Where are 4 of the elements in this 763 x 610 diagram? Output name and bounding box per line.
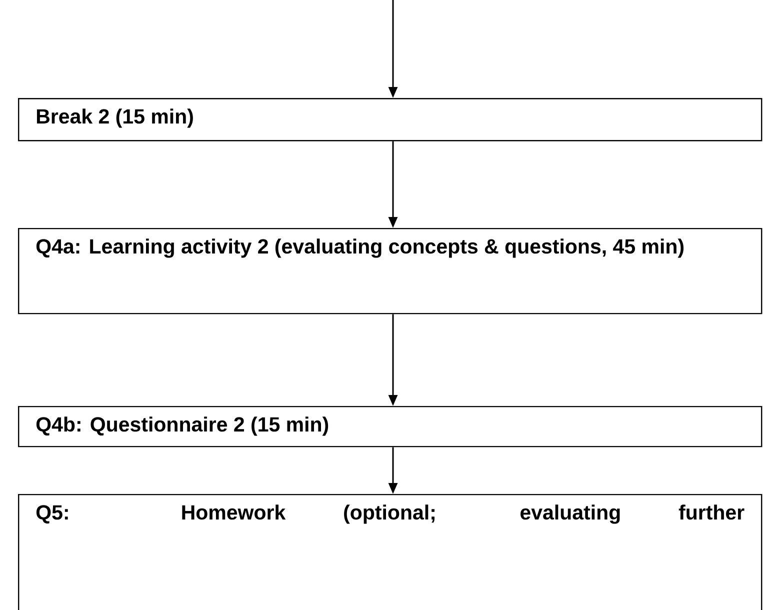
process-box: Q5: Homework (optional; evaluating further — [18, 494, 762, 610]
process-box: Break 2 (15 min) — [18, 98, 762, 142]
process-box: Q4a: Learning activity 2 (evaluating concepts & questions, 45 min) — [18, 228, 762, 314]
process-box: Q4b: Questionnaire 2 (15 min) — [18, 406, 762, 448]
